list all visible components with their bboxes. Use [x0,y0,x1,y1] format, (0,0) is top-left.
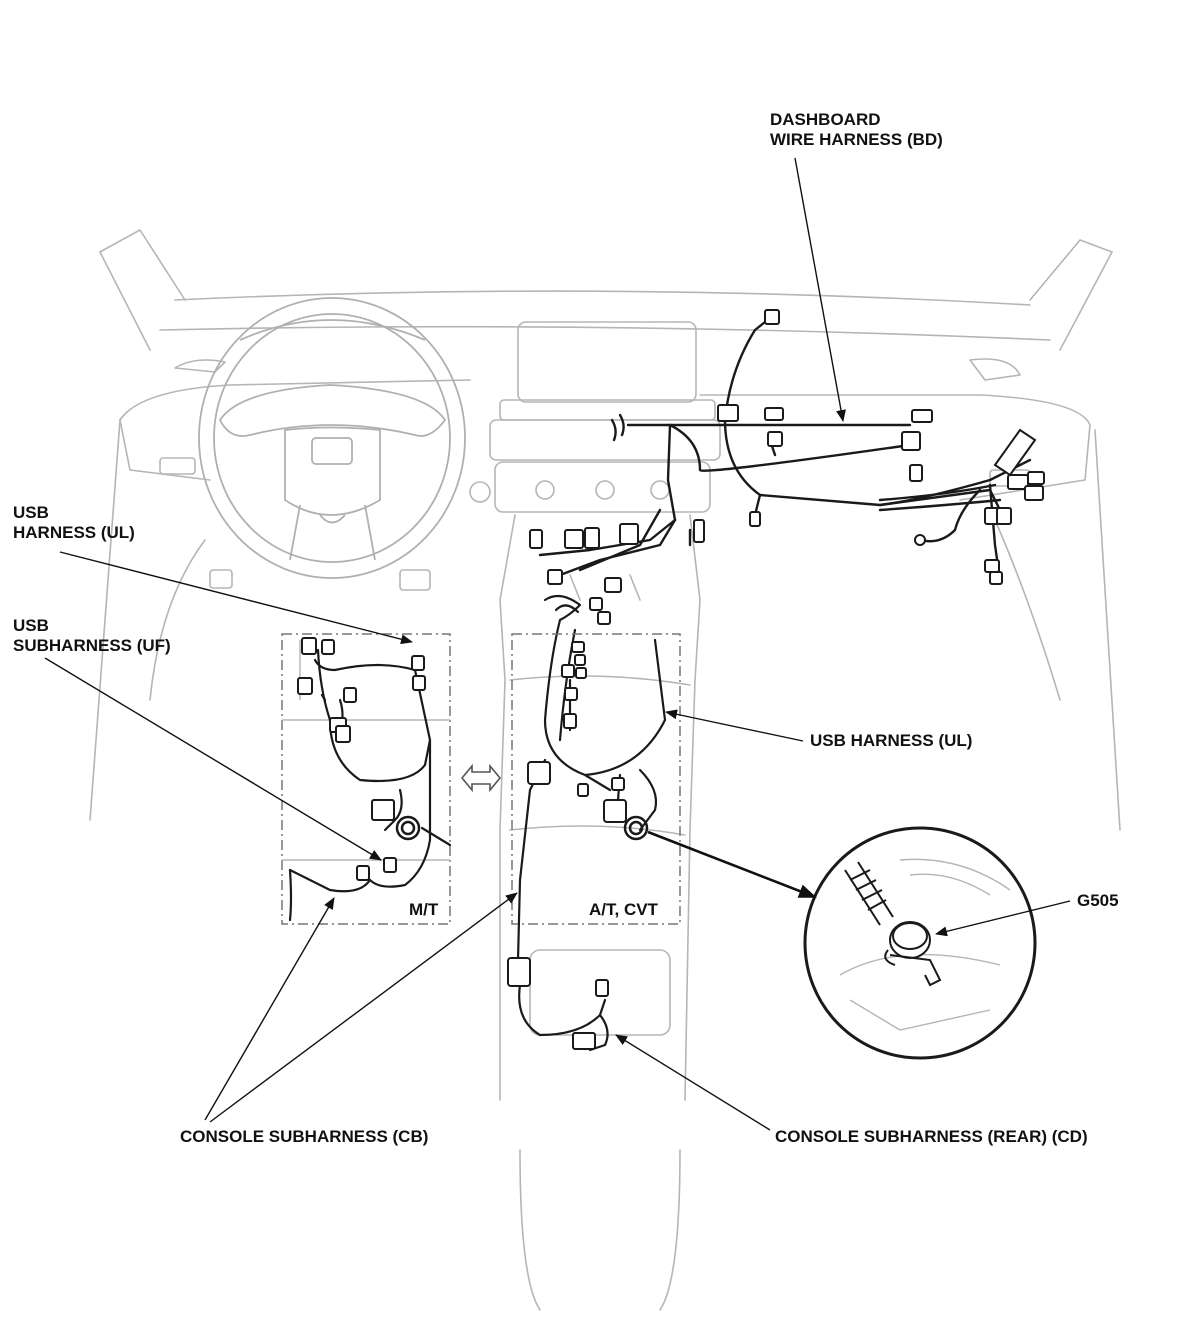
dash-lower-left [119,419,211,481]
label-usb-subharness-line2: SUBHARNESS (UF) [13,636,171,655]
label-dashboard-wire-harness: DASHBOARD WIRE HARNESS (BD) [770,110,943,150]
label-dashboard-line1: DASHBOARD [770,110,881,129]
dash-top [174,290,1031,306]
speaker-left [174,359,226,373]
mt-inset [281,633,452,925]
g505-detail [803,826,1037,1060]
console-connectors [507,519,705,1050]
dash-lower-right [959,424,1091,501]
ground-eyelet-at [623,815,649,841]
label-console-subharness-cb: CONSOLE SUBHARNESS (CB) [180,1127,429,1146]
label-dashboard-line2: WIRE HARNESS (BD) [770,130,943,149]
label-console-subharness-rear: CONSOLE SUBHARNESS (REAR) (CD) [775,1127,1088,1146]
leader-lines [44,157,1071,1131]
leader-usb-harness-right [665,709,804,742]
usb-harness-at [516,594,667,1052]
center-screen [517,321,697,403]
label-usb-harness-left: USB HARNESS (UL) [13,503,135,543]
leader-usb-subharness [44,657,382,861]
a-pillar-left-inner [99,251,151,351]
leader-g505 [935,900,1071,937]
label-ground-g505: G505 [1077,891,1119,910]
label-usb-harness-left-line1: USB [13,503,49,522]
label-usb-subharness: USB SUBHARNESS (UF) [13,616,171,656]
a-pillar-right [1029,239,1113,301]
a-pillar-left [99,229,186,301]
dash-top-inner [159,325,1051,341]
leader-detail-callout [647,830,817,899]
steering-wheel [198,297,466,579]
leader-dashboard-harness [794,157,846,422]
label-variant-mt: M/T [409,900,439,919]
dashboard-wire-harness [538,316,1032,582]
leader-cb-to-at [209,892,518,1123]
center-panel [489,419,721,461]
label-usb-harness-left-line2: HARNESS (UL) [13,523,135,542]
dash-face-right [699,394,1091,426]
dashboard-connectors [717,309,1045,585]
leader-cb-to-mt [204,897,335,1121]
dash-face-left [119,379,471,421]
leader-usb-harness-left [59,551,413,645]
interior-outline [89,229,1121,1311]
cupholder-area [529,949,671,1036]
label-usb-harness-right: USB HARNESS (UL) [810,731,973,750]
label-variant-at: A/T, CVT [589,900,658,919]
label-usb-subharness-line1: USB [13,616,49,635]
a-pillar-right-inner [1059,251,1113,351]
leader-console-rear [615,1034,771,1131]
speaker-right [969,358,1021,381]
at-inset-frame [511,633,681,925]
compare-arrow [460,763,502,793]
vent-left [159,457,196,475]
